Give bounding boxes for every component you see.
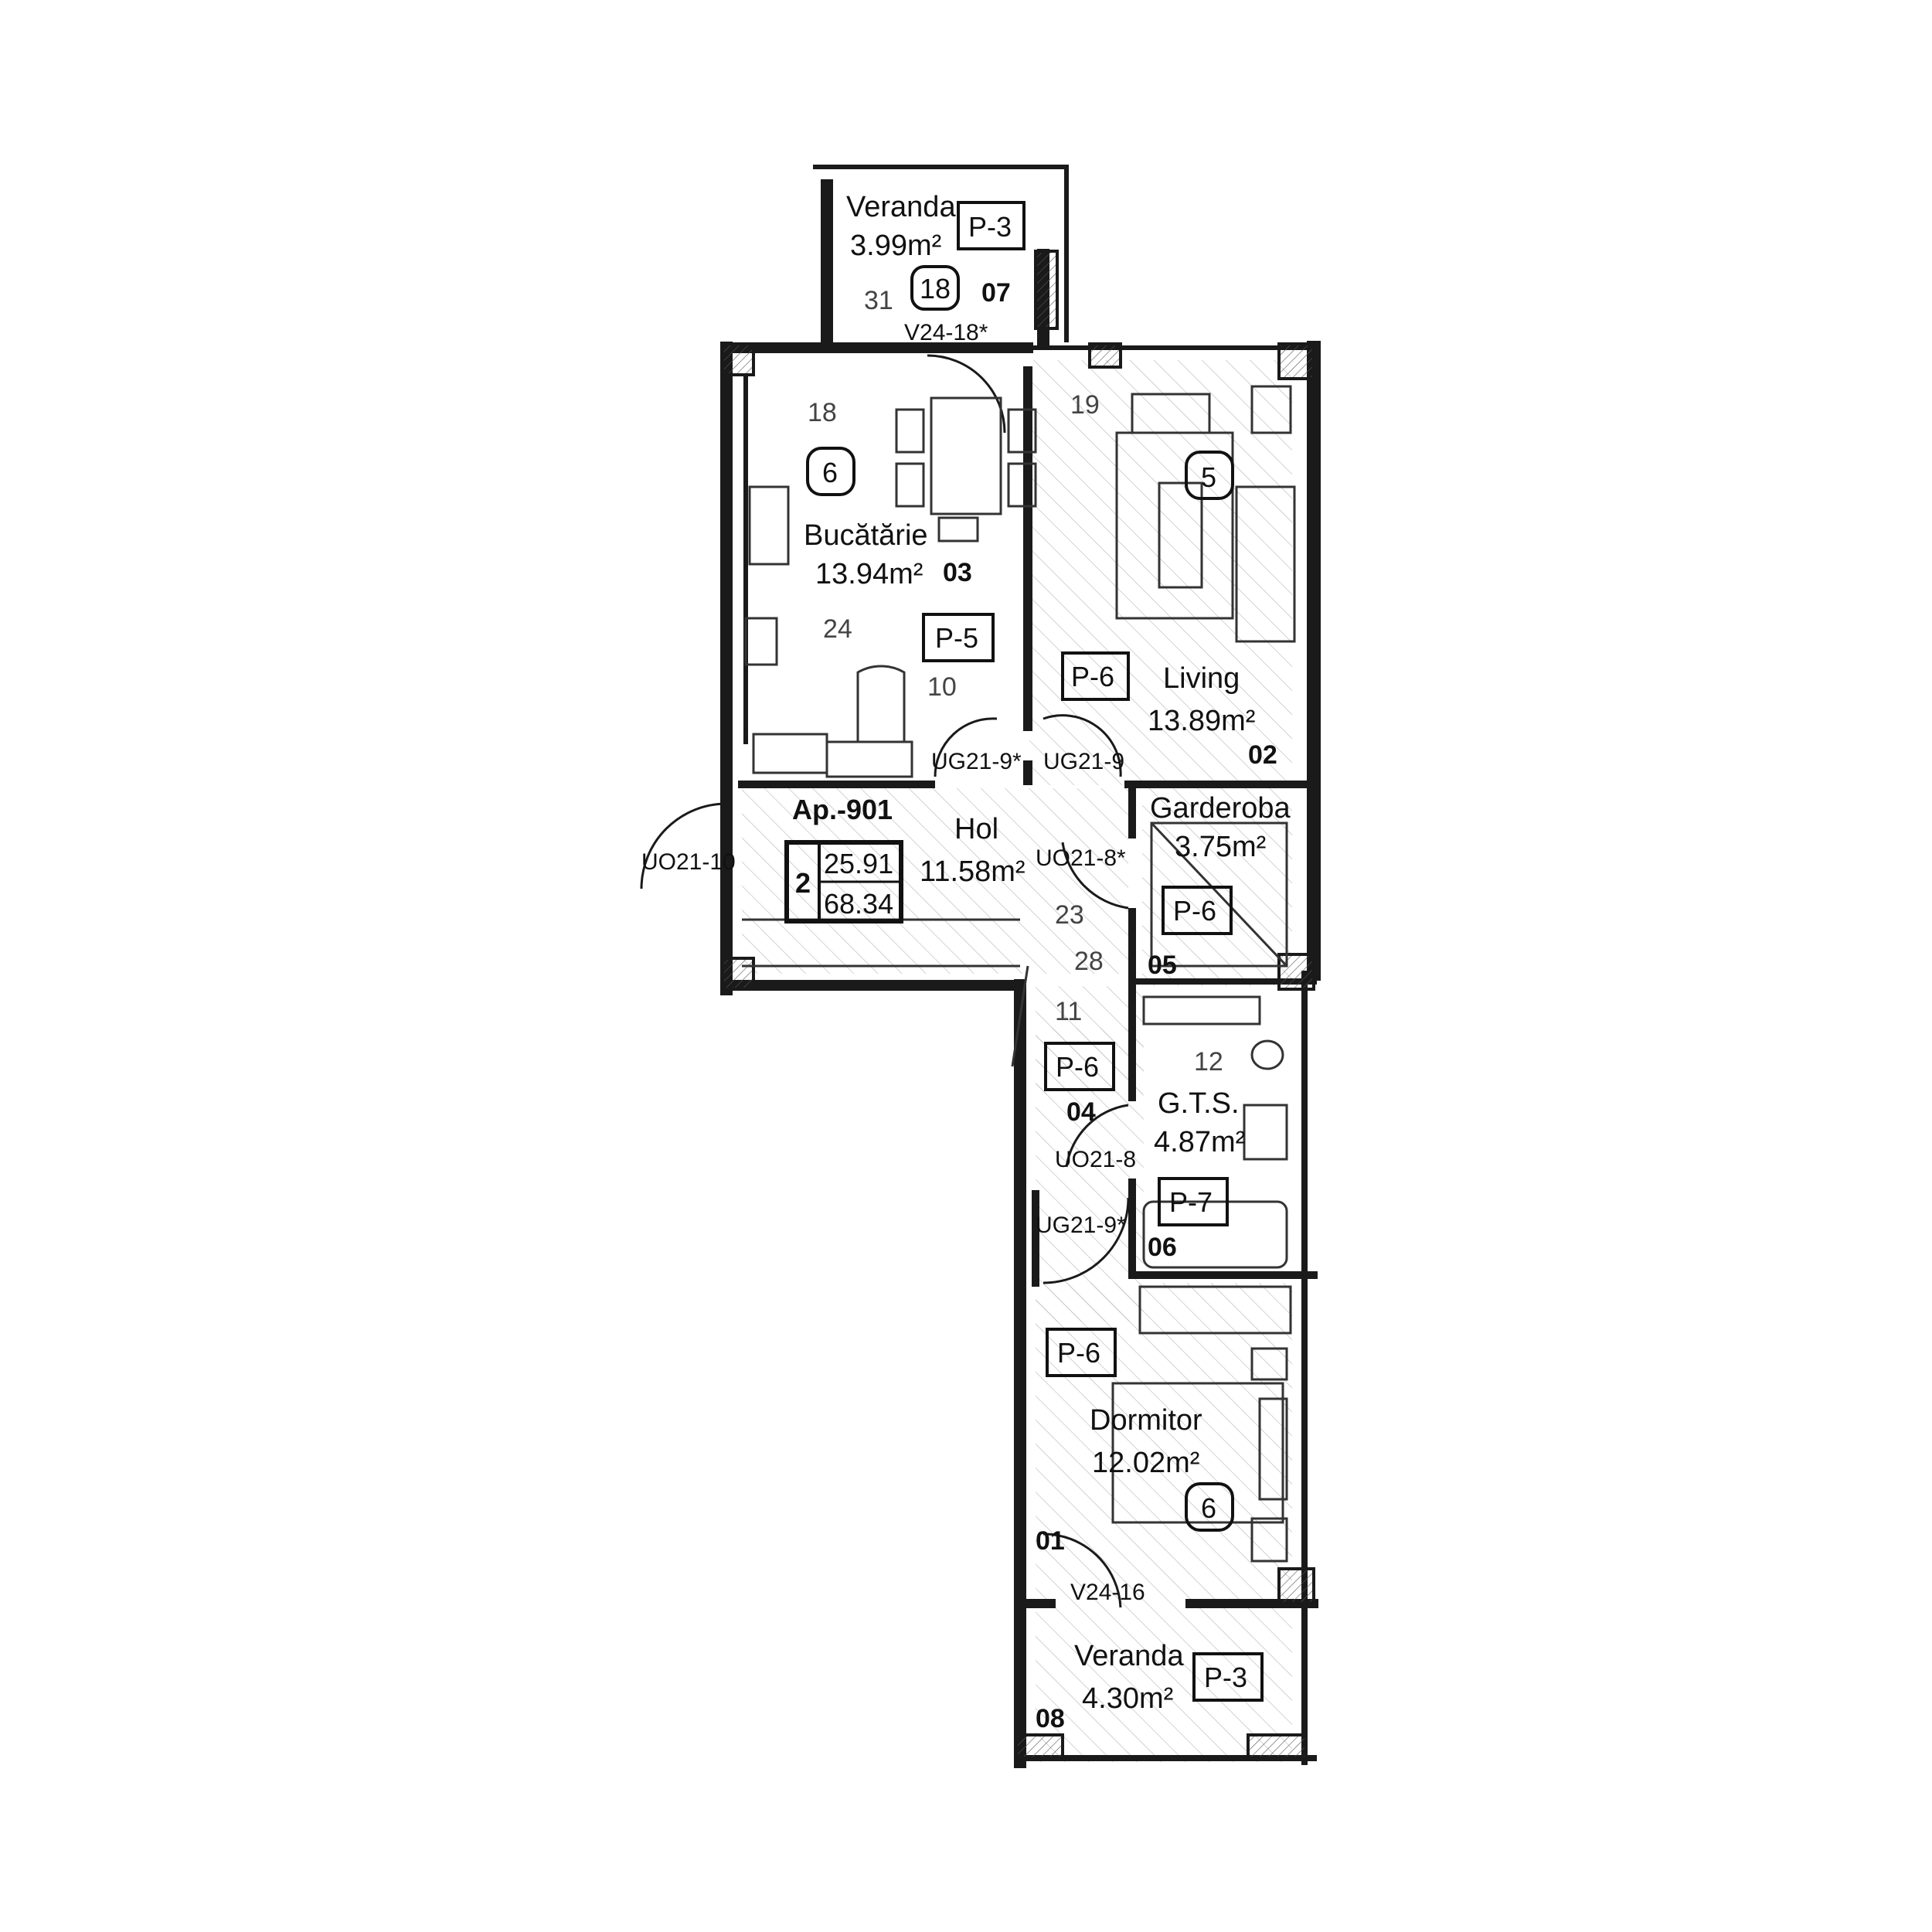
room-number-bedroom: 01 (1036, 1526, 1065, 1556)
finish-tag-living: P-6 (1071, 661, 1114, 692)
room-area-bedroom: 12.02m² (1092, 1447, 1199, 1479)
room-name-hall: Hol (954, 813, 998, 845)
door-code-wardrobe: UO21-8* (1036, 845, 1126, 871)
room-name-veranda-top: Veranda (846, 191, 956, 223)
room-area-veranda-bottom: 4.30m² (1082, 1682, 1173, 1715)
mark-23: 23 (1055, 900, 1084, 930)
mark-28: 28 (1074, 947, 1104, 976)
apartment-label: Ap.-901 (792, 794, 893, 825)
furniture (742, 385, 1296, 1563)
room-number-hall: 04 (1066, 1097, 1096, 1127)
dining-table (930, 396, 1002, 515)
rooms-count: 2 (795, 867, 811, 899)
room-labels: Veranda 3.99m² 07 P-3 18 Bucătărie 13.94… (804, 191, 1291, 1733)
finish-tag-wardrobe: P-6 (1173, 895, 1216, 927)
finish-tag-veranda-bottom: P-3 (1204, 1662, 1247, 1693)
circle-tag-living: 5 (1201, 461, 1216, 493)
floor-hatching (742, 360, 1292, 1762)
room-area-living: 13.89m² (1148, 705, 1255, 737)
room-number-veranda-top: 07 (981, 278, 1011, 308)
door-code-bedroom: UG21-9* (1036, 1213, 1126, 1238)
washbasin (1243, 1104, 1288, 1161)
door-code-entrance: UO21-10 (641, 849, 736, 875)
mark-12: 12 (1194, 1047, 1223, 1077)
door-swings (640, 354, 1130, 1608)
stove (748, 485, 790, 566)
circle-tag-kitchen: 6 (822, 457, 838, 488)
room-name-bedroom: Dormitor (1090, 1404, 1202, 1437)
circle-tag-veranda-top: 18 (920, 273, 951, 304)
room-number-living: 02 (1248, 740, 1277, 770)
columns (721, 250, 1315, 1760)
mark-10: 10 (927, 672, 957, 702)
door-code-veranda-bottom: V24-16 (1070, 1580, 1145, 1605)
finish-tag-bedroom: P-6 (1057, 1337, 1100, 1369)
room-name-kitchen: Bucătărie (804, 519, 928, 552)
dimension-marks: 31 18 19 24 10 23 28 11 12 (808, 286, 1223, 1077)
mark-18: 18 (808, 398, 837, 427)
room-area-veranda-top: 3.99m² (850, 230, 941, 262)
door-codes: V24-18* UG21-9* UG21-9 UO21-10 UO21-8* U… (641, 320, 1145, 1605)
mark-31: 31 (864, 286, 893, 315)
mark-19: 19 (1070, 390, 1100, 420)
room-area-wardrobe: 3.75m² (1175, 831, 1266, 863)
living-area: 25.91 (824, 848, 893, 879)
door-code-living: UG21-9 (1043, 749, 1124, 774)
room-area-hall: 11.58m² (920, 855, 1026, 888)
finish-tag-bathroom: P-7 (1169, 1186, 1213, 1218)
total-area: 68.34 (824, 888, 893, 920)
room-number-bathroom: 06 (1148, 1233, 1177, 1262)
room-number-kitchen: 03 (943, 558, 972, 587)
circle-tag-bedroom: 6 (1201, 1492, 1216, 1524)
room-number-wardrobe: 05 (1148, 951, 1177, 980)
bathtub (1142, 1200, 1288, 1269)
room-name-living: Living (1163, 662, 1240, 695)
door-code-kitchen: UG21-9* (931, 749, 1022, 774)
sink (744, 617, 778, 666)
apartment-info-box: Ap.-901 2 25.91 68.34 (784, 794, 903, 923)
room-name-bathroom: G.T.S. (1158, 1087, 1240, 1120)
bed (1111, 1382, 1284, 1524)
room-area-bathroom: 4.87m² (1154, 1126, 1245, 1158)
door-code-veranda-top: V24-18* (904, 320, 988, 345)
finish-tag-hall: P-6 (1056, 1051, 1099, 1083)
room-number-veranda-bottom: 08 (1036, 1704, 1065, 1733)
mark-24: 24 (823, 614, 852, 644)
finish-tag-kitchen: P-5 (935, 622, 978, 654)
mark-11: 11 (1055, 997, 1082, 1026)
room-name-veranda-bottom: Veranda (1074, 1640, 1184, 1672)
room-area-kitchen: 13.94m² (815, 558, 923, 590)
room-name-wardrobe: Garderoba (1150, 792, 1291, 825)
walls (720, 165, 1321, 1768)
finish-tag-veranda-top: P-3 (968, 211, 1012, 243)
door-code-bathroom: UO21-8 (1055, 1147, 1136, 1172)
toilet (1250, 1039, 1284, 1070)
